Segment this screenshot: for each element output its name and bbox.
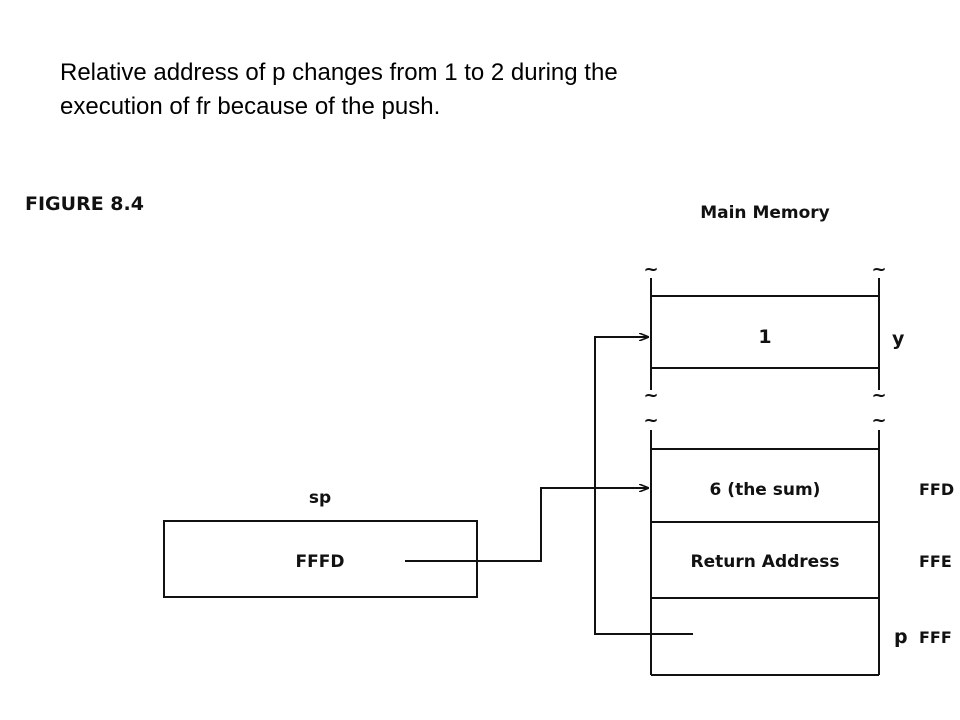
sp-value: FFFD — [296, 552, 345, 572]
break-mark-mid-left-1: ~ — [643, 385, 658, 406]
cell-fff-pointer: p — [894, 626, 908, 648]
break-mark-mid-right-1: ~ — [871, 385, 886, 406]
memory-segment-upper — [650, 278, 880, 390]
cell-ffe-content: Return Address — [691, 552, 840, 572]
figure-title: FIGURE 8.4 — [25, 193, 144, 215]
cell-y-value: 1 — [758, 326, 771, 348]
main-memory-title: Main Memory — [700, 203, 830, 223]
cell-y-label: y — [892, 328, 905, 350]
caption-line-2: execution of fr because of the push. — [60, 93, 441, 120]
break-mark-mid-left-2: ~ — [643, 410, 658, 431]
caption-line-1: Relative address of p changes from 1 to … — [60, 59, 618, 86]
slide-caption: Relative address of p changes from 1 to … — [60, 56, 920, 124]
memory-segment-lower — [650, 430, 880, 676]
sp-label: sp — [309, 488, 331, 508]
p-pointer-arrow — [594, 337, 693, 635]
cell-fff-address: FFF — [919, 628, 952, 647]
break-mark-top-left: ~ — [643, 259, 658, 280]
sp-pointer-arrow — [405, 488, 648, 562]
break-mark-mid-right-2: ~ — [871, 410, 886, 431]
cell-ffd-address: FFD — [919, 480, 954, 499]
cell-ffd-content: 6 (the sum) — [710, 480, 821, 500]
sp-register-box — [163, 520, 478, 598]
memory-cell-fff — [651, 598, 879, 675]
cell-ffe-address: FFE — [919, 552, 952, 571]
break-mark-top-right: ~ — [871, 259, 886, 280]
